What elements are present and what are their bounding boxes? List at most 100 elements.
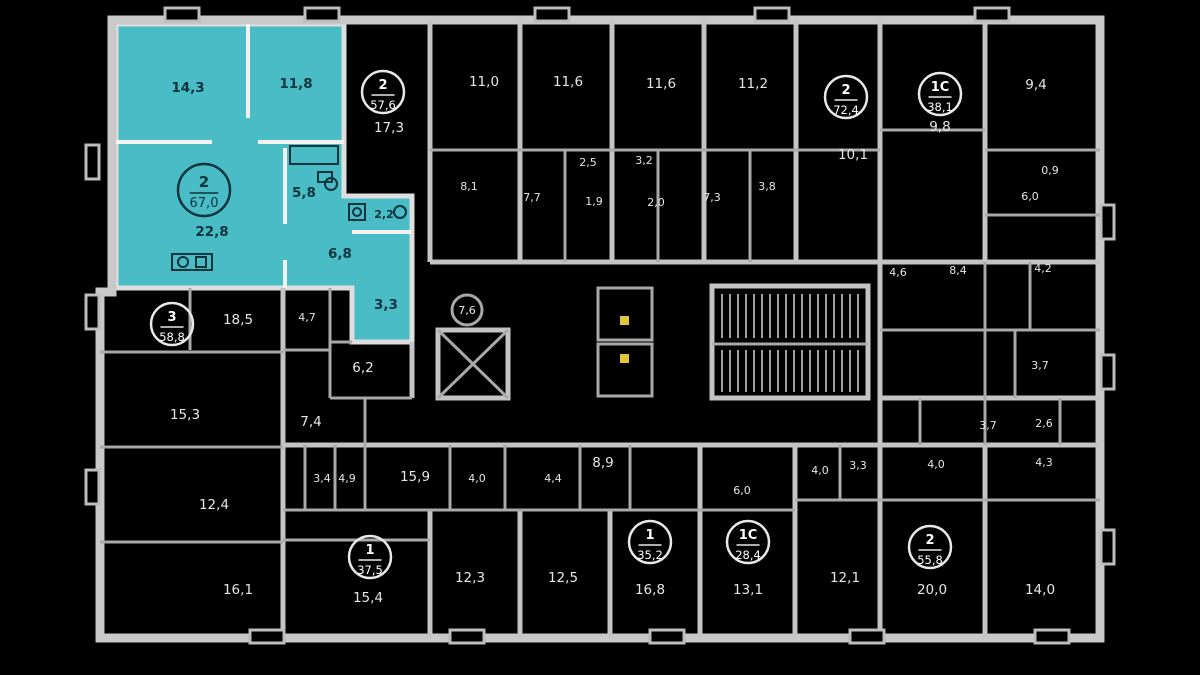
room-area-label: 18,5 — [223, 312, 253, 328]
selected-room-area-label: 11,8 — [279, 76, 312, 92]
room-area-label: 15,3 — [170, 407, 200, 423]
room-area-label: 15,9 — [400, 469, 430, 485]
room-area-label: 7,4 — [300, 414, 321, 430]
stairwell-wall — [709, 283, 871, 401]
apartment-badge[interactable]: 135,2 — [627, 519, 673, 565]
apartment-badge[interactable]: 358,8 — [149, 301, 195, 347]
badge-total-area: 35,2 — [637, 548, 663, 562]
badge-total-area: 28,4 — [735, 548, 761, 562]
apartment-badge[interactable]: 257,6 — [360, 69, 406, 115]
badge-room-count: 1 — [365, 543, 374, 558]
toilet-icon — [317, 171, 333, 183]
badge-room-count: 2 — [841, 83, 850, 98]
room-area-label: 4,7 — [298, 311, 316, 324]
selected-room-area-label: 22,8 — [195, 224, 228, 240]
selected-room-labels-layer: 14,3 11,8 22,8 5,8 2,2 6,8 3,3 — [171, 76, 398, 313]
elevator-marker — [620, 354, 629, 363]
room-area-label: 2,6 — [1035, 417, 1053, 430]
room-area-label: 6,2 — [352, 360, 373, 376]
room-area-label: 12,4 — [199, 497, 229, 513]
room-area-label: 7,7 — [523, 191, 541, 204]
room-area-label: 4,6 — [889, 266, 907, 279]
apartment-badge[interactable]: 255,8 — [907, 524, 953, 570]
elevator-marker — [620, 316, 629, 325]
apartment-badge[interactable]: 137,5 — [347, 534, 393, 580]
room-area-label: 4,4 — [544, 472, 562, 485]
badge-room-count: 2 — [925, 533, 934, 548]
shaft-box — [596, 342, 654, 398]
room-area-label: 4,0 — [811, 464, 829, 477]
badge-total-area: 58,8 — [159, 330, 185, 344]
kitchen-counter-icon — [171, 253, 213, 271]
room-area-label: 1,9 — [585, 195, 603, 208]
room-area-label: 4,9 — [338, 472, 356, 485]
room-area-label: 4,0 — [927, 458, 945, 471]
room-area-label: 3,7 — [1031, 359, 1049, 372]
shaft-circle — [450, 293, 484, 327]
badge-room-count: 1С — [739, 528, 758, 543]
room-area-label: 4,2 — [1034, 262, 1052, 275]
apartment-badge[interactable]: 272,4 — [823, 74, 869, 120]
room-area-label: 3,8 — [758, 180, 776, 193]
room-area-label: 6,0 — [733, 484, 751, 497]
room-area-label: 7,6 — [458, 304, 476, 317]
badge-total-area: 72,4 — [833, 103, 859, 117]
stair-treads — [721, 294, 859, 392]
badge-room-count: 1С — [931, 80, 950, 95]
room-area-label: 11,6 — [646, 76, 676, 92]
room-area-label: 2,0 — [647, 196, 665, 209]
room-area-label: 4,3 — [1035, 456, 1053, 469]
boiler-icon — [393, 205, 407, 219]
badge-room-count: 1 — [645, 528, 654, 543]
selected-room-area-label: 2,2 — [374, 208, 394, 221]
fixtures — [171, 145, 407, 271]
room-area-label: 13,1 — [733, 582, 763, 598]
shaft-box — [596, 286, 654, 342]
room-area-label: 16,8 — [635, 582, 665, 598]
room-area-label: 3,3 — [849, 459, 867, 472]
badge-room-count: 2 — [199, 173, 209, 191]
room-area-label: 12,5 — [548, 570, 578, 586]
badge-total-area: 55,8 — [917, 553, 943, 567]
selected-room-area-label: 5,8 — [292, 185, 316, 201]
selected-room-area-label: 3,3 — [374, 297, 398, 313]
thin-partitions — [100, 128, 1100, 544]
perimeter-walls — [95, 15, 1105, 643]
badge-total-area: 37,5 — [357, 563, 383, 577]
room-area-label: 3,2 — [635, 154, 653, 167]
room-area-label: 8,1 — [460, 180, 478, 193]
selected-room-area-label: 14,3 — [171, 80, 204, 96]
room-area-label: 6,0 — [1021, 190, 1039, 203]
kitchen-sink-icon — [195, 256, 207, 268]
room-area-label: 15,4 — [353, 590, 383, 606]
stove-icon — [177, 256, 189, 268]
room-area-label: 11,6 — [553, 74, 583, 90]
apartment-badge[interactable]: 1С 28,4 — [725, 519, 771, 565]
room-area-label: 17,3 — [374, 120, 404, 136]
selected-apartment[interactable] — [113, 21, 415, 345]
room-area-label: 20,0 — [917, 582, 947, 598]
room-area-label: 3,7 — [979, 419, 997, 432]
room-area-label: 11,2 — [738, 76, 768, 92]
badge-total-area: 57,6 — [370, 98, 396, 112]
badge-total-area: 67,0 — [190, 196, 219, 211]
interior-walls — [280, 20, 1100, 638]
apartment-badges-layer: 267,0257,6272,41С38,1358,8137,5135,21С28… — [149, 69, 963, 580]
room-area-label: 12,3 — [455, 570, 485, 586]
selected-room-area-label: 6,8 — [328, 246, 352, 262]
apartment-badge[interactable]: 267,0 — [176, 162, 232, 218]
room-area-label: 16,1 — [223, 582, 253, 598]
room-area-label: 12,1 — [830, 570, 860, 586]
room-area-label: 14,0 — [1025, 582, 1055, 598]
room-area-label: 3,4 — [313, 472, 331, 485]
room-area-label: 9,4 — [1025, 77, 1046, 93]
elevator-cross — [436, 328, 510, 400]
room-area-label: 4,0 — [468, 472, 486, 485]
room-area-label: 8,4 — [949, 264, 967, 277]
room-area-label: 2,5 — [579, 156, 597, 169]
wall-piers — [84, 6, 1116, 645]
apartment-badge[interactable]: 1С 38,1 — [917, 71, 963, 117]
badge-total-area: 38,1 — [927, 100, 953, 114]
